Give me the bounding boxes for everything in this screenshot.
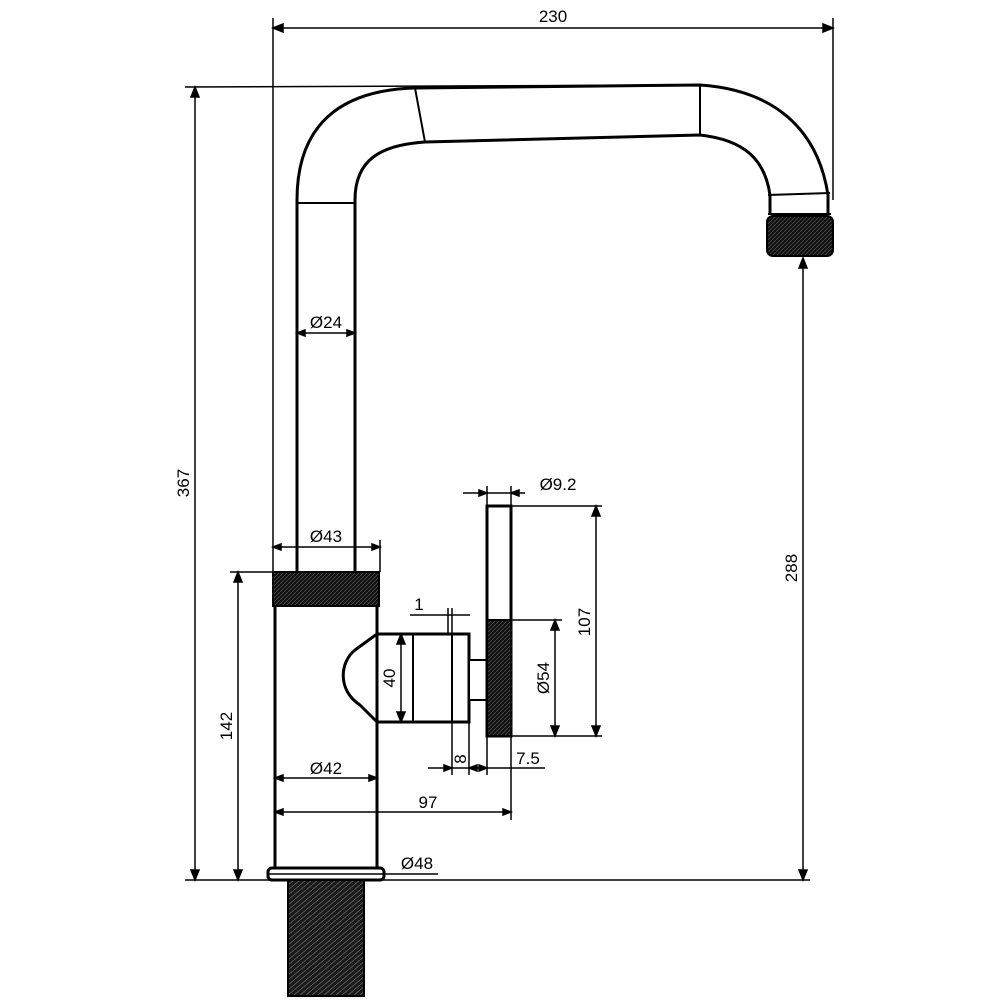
arrowheads	[272, 807, 514, 817]
spout-joint-line	[414, 87, 426, 143]
valve-cone	[341, 632, 379, 724]
arrowheads	[478, 488, 520, 498]
label-body-height: 142	[217, 712, 236, 740]
faucet-outline	[266, 83, 834, 997]
arrowheads	[232, 569, 244, 883]
spout-joint-line	[767, 192, 831, 196]
lever-stem	[468, 659, 488, 701]
collar	[272, 571, 380, 607]
label-spout-height: 288	[782, 554, 801, 582]
label-lever-diameter: Ø9.2	[540, 475, 577, 494]
threaded-shank	[287, 879, 365, 997]
label-handle-offset: 7.5	[516, 749, 540, 768]
label-gap: 1	[414, 595, 423, 614]
dimension-labels: 230 367 288 Ø24 Ø43 Ø9.2 107 Ø54 1 40 8 …	[174, 7, 801, 873]
arrowheads	[549, 617, 561, 739]
label-body-to-handle: 97	[419, 793, 438, 812]
label-spout-tube-diameter: Ø24	[310, 313, 342, 332]
spout-inner-outline	[353, 133, 772, 572]
body-outline	[273, 606, 379, 868]
arrowheads	[189, 84, 201, 883]
label-handle-length: 107	[575, 608, 594, 636]
extension-line	[184, 84, 701, 88]
label-body-diameter: Ø42	[310, 759, 342, 778]
label-overall-width: 230	[539, 7, 567, 26]
valve-hub	[375, 632, 471, 724]
label-handle-grip-diameter: Ø54	[534, 662, 553, 694]
arrowheads	[590, 503, 602, 739]
label-hub-width: 8	[451, 754, 470, 763]
label-collar-diameter: Ø43	[310, 527, 342, 546]
lever-grip	[486, 619, 512, 737]
arrowheads	[443, 763, 490, 773]
arrowheads	[797, 255, 809, 883]
arrowheads	[395, 631, 407, 725]
arrowheads	[294, 328, 358, 338]
spout-outer-outline	[295, 83, 830, 572]
arrowheads	[272, 773, 380, 783]
label-base-plate-diameter: Ø48	[401, 854, 433, 873]
aerator	[766, 215, 834, 257]
label-hub-height: 40	[380, 669, 399, 688]
arrowheads	[270, 22, 836, 34]
dimensions	[184, 18, 836, 883]
arrowheads	[270, 542, 383, 552]
label-overall-height: 367	[174, 469, 193, 497]
